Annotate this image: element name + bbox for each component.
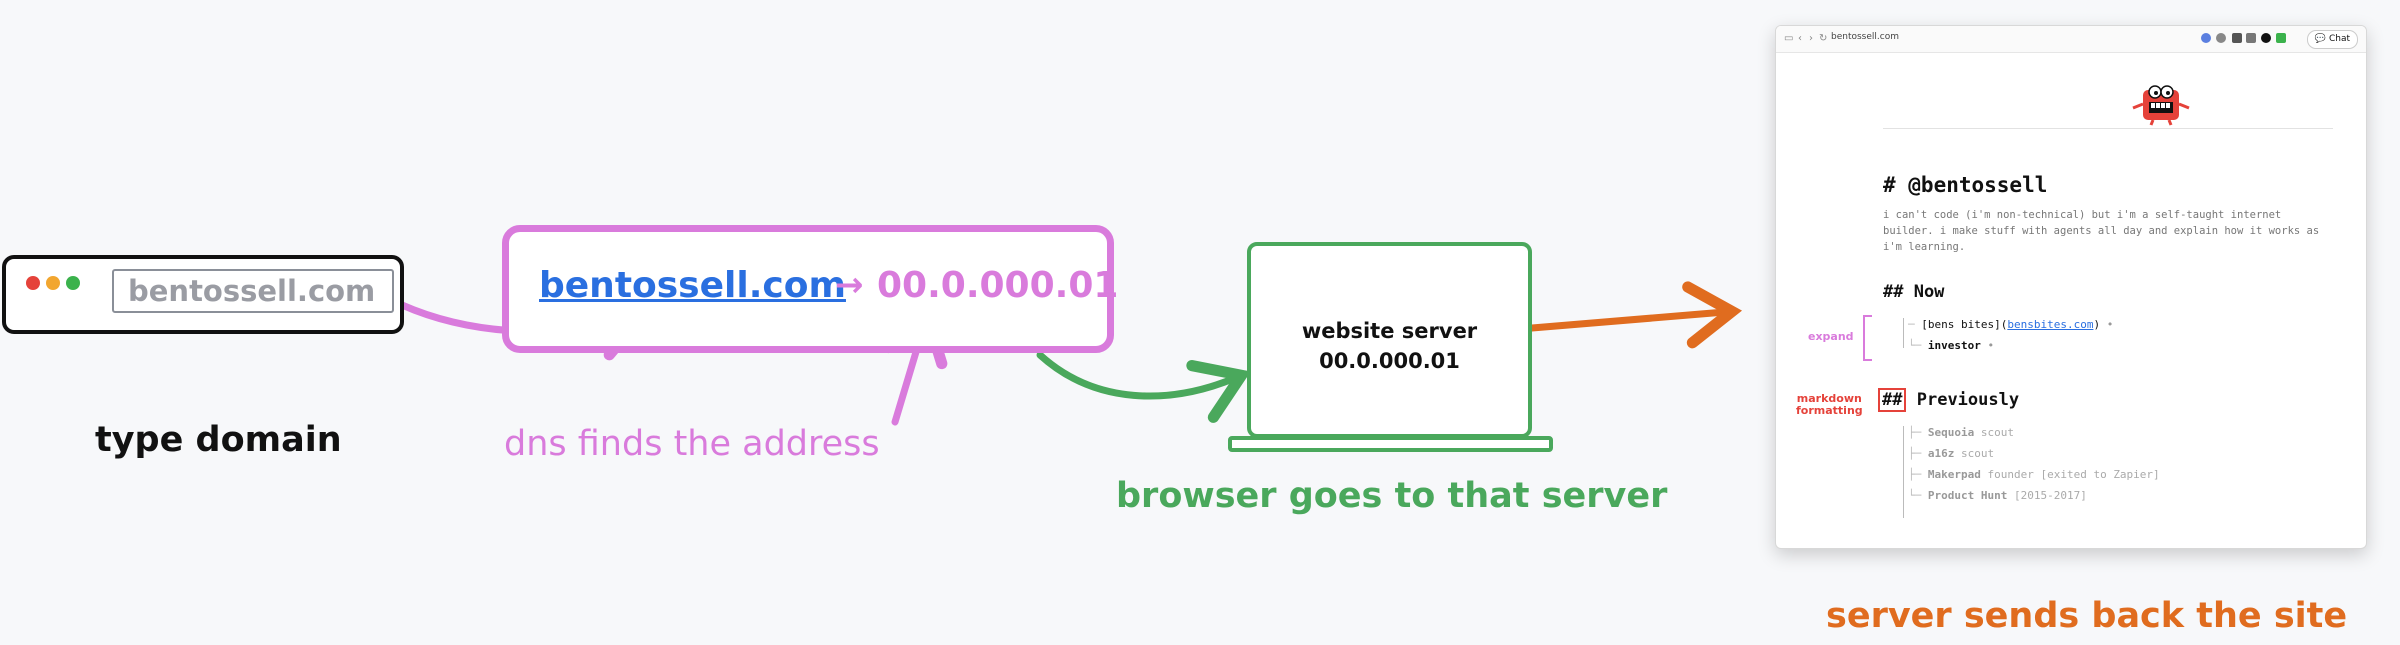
previous-item: ├─ a16z scout (1908, 447, 1995, 460)
extension-icon[interactable] (2216, 33, 2226, 43)
markdown-marker: ## (1878, 388, 1907, 412)
server-label: website server (1301, 319, 1478, 343)
bensbites-link[interactable]: bensbites.com (2007, 318, 2094, 331)
caption-browser-server: browser goes to that server (1116, 476, 1668, 516)
robot-logo-icon (2132, 85, 2190, 126)
server-screen: website server 00.0.000.01 (1247, 242, 1532, 438)
extension-icon[interactable] (2276, 33, 2286, 43)
toolbar-url[interactable]: bentossell.com (1831, 32, 1899, 42)
previous-item: └─ Product Hunt [2015-2017] (1908, 489, 2087, 502)
extension-icon[interactable] (2201, 33, 2211, 43)
extension-icon[interactable] (2246, 33, 2256, 43)
previous-item: ├─ Sequoia scout (1908, 426, 2014, 439)
site-bio: i can't code (i'm non-technical) but i'm… (1883, 209, 2320, 253)
dns-lookup-box: bentossell.com → 00.0.000.01 (502, 225, 1118, 353)
server-ip: 00.0.000.01 (1319, 349, 1460, 373)
previously-heading: ## Previously (1878, 388, 2019, 412)
browser-toolbar: ▭ ‹ › ↻ bentossell.com 💬 Chat (1776, 26, 2366, 53)
caption-type-domain: type domain (95, 420, 342, 460)
sidebar-icon[interactable]: ▭ (1784, 33, 1794, 44)
chat-button[interactable]: 💬 Chat (2306, 30, 2358, 49)
dns-ip-address: 00.0.000.01 (877, 265, 1119, 306)
dns-domain: bentossell.com (539, 265, 846, 306)
tree-line (1903, 426, 1904, 518)
website-screenshot: ▭ ‹ › ↻ bentossell.com 💬 Chat # @bentoss… (1775, 25, 2367, 549)
minimize-dot-icon (46, 276, 60, 290)
extension-icon[interactable] (2232, 33, 2242, 43)
arrow-dns-to-server (1036, 351, 1251, 423)
now-item-bensbites: ─ [bens bites](bensbites.com) • (1908, 318, 2114, 331)
dns-arrow-glyph: → (835, 265, 864, 305)
mini-browser-window: bentossell.com (2, 255, 404, 334)
previous-item: ├─ Makerpad founder [exited to Zapier] (1908, 468, 2160, 481)
server-laptop-base (1228, 436, 1553, 452)
caption-server-sends: server sends back the site (1826, 596, 2348, 636)
expand-bracket (1863, 315, 1872, 361)
reload-icon[interactable]: ↻ (1819, 33, 1828, 44)
tree-line (1903, 318, 1904, 348)
close-dot-icon (26, 276, 40, 290)
now-item-investor: └─ investor • (1908, 339, 1995, 352)
forward-icon[interactable]: › (1809, 33, 1813, 44)
address-bar[interactable]: bentossell.com (112, 269, 394, 313)
site-heading: # @bentossell (1883, 173, 2048, 197)
annotation-expand: expand (1808, 330, 1854, 343)
back-icon[interactable]: ‹ (1798, 33, 1802, 44)
caption-dns: dns finds the address (504, 424, 880, 464)
annotation-markdown: markdown formatting (1796, 392, 1863, 417)
arrow-server-to-site (1528, 281, 1743, 349)
maximize-dot-icon (66, 276, 80, 290)
extension-icon[interactable] (2261, 33, 2271, 43)
divider (1883, 128, 2333, 129)
now-heading: ## Now (1883, 282, 1945, 302)
